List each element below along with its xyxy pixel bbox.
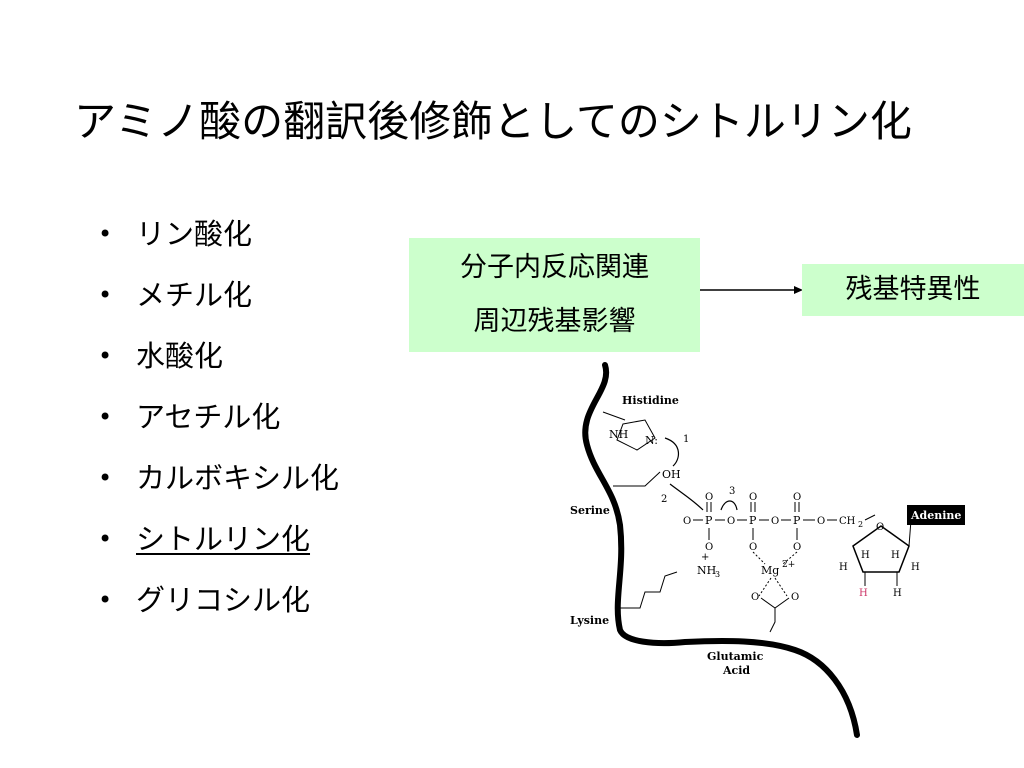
list-item: • メチル化: [98, 273, 339, 334]
list-item: • リン酸化: [98, 212, 339, 273]
step2-label: 2: [661, 494, 667, 505]
ch2-subscript: 2: [858, 520, 863, 529]
ribose-ring: [852, 525, 910, 573]
lysine-label: Lysine: [570, 614, 609, 627]
ribose-bonds: [864, 519, 912, 586]
mg-coordination: [752, 551, 798, 597]
single-bonds: [708, 528, 798, 540]
h3: H: [891, 550, 900, 561]
carboxylate-bonds: [760, 597, 790, 633]
phosphorus-alpha: P: [705, 514, 713, 527]
bottom-o2: O: [749, 542, 757, 553]
bottom-o1: O: [705, 542, 713, 553]
lysine-nh3-subscript: 3: [715, 570, 720, 579]
adenine-label: Adenine: [910, 509, 961, 522]
result-box: 残基特異性: [802, 264, 1024, 316]
list-item-label: グリコシル化: [136, 583, 311, 617]
list-item: • アセチル化: [98, 395, 339, 456]
h1: H: [861, 550, 870, 561]
bullet-icon: •: [98, 403, 113, 431]
phosphorus-gamma: P: [793, 514, 801, 527]
step3-label: 3: [729, 486, 735, 497]
lysine-plus: +: [701, 552, 709, 563]
list-item-label: シトルリン化: [136, 522, 311, 556]
histidine-label: Histidine: [622, 394, 679, 407]
list-item: • グリコシル化: [98, 578, 339, 639]
carboxylate-o2: O: [791, 592, 799, 603]
ring-o: O: [876, 522, 884, 533]
list-item-label: リン酸化: [136, 217, 253, 251]
h2: H: [839, 562, 848, 573]
modification-list: • リン酸化 • メチル化 • 水酸化 • アセチル化 • カルボキシル化 • シトルリン化…: [98, 212, 339, 639]
list-item-label: アセチル化: [136, 400, 281, 434]
bridge-o2: O: [771, 516, 779, 527]
step1-label: 1: [683, 434, 689, 445]
mg-label: Mg: [761, 564, 779, 577]
list-item: • 水酸化: [98, 334, 339, 395]
bridge-o3: O: [817, 516, 825, 527]
glutamic-label: Glutamic: [707, 650, 764, 663]
serine-label: Serine: [570, 504, 610, 517]
carboxylate-o1: O: [751, 592, 759, 603]
list-item: • カルボキシル化: [98, 456, 339, 517]
double-bonds: [706, 502, 800, 512]
step3-curve: [720, 500, 738, 511]
mg-charge: 2+: [782, 560, 795, 570]
histidine-n: N:: [645, 434, 658, 447]
list-item-highlighted: • シトルリン化: [98, 517, 339, 578]
serine-oh: OH: [662, 468, 681, 481]
serine-sidechain: [613, 471, 661, 487]
h6: H: [893, 588, 902, 599]
bullet-icon: •: [98, 281, 113, 309]
adenine-tag: [907, 505, 965, 525]
bullet-icon: •: [98, 525, 113, 553]
histidine-nh: NH: [609, 428, 628, 441]
step1-curve: [664, 437, 679, 467]
list-item-label: メチル化: [136, 278, 253, 312]
top-o3: O: [793, 492, 801, 503]
protein-backbone: [582, 362, 860, 738]
terminal-o: O: [683, 516, 691, 527]
bullet-icon: •: [98, 220, 113, 248]
phosphorus-beta: P: [749, 514, 757, 527]
bullet-icon: •: [98, 342, 113, 370]
bullet-icon: •: [98, 464, 113, 492]
step2-curve: [669, 483, 704, 511]
factor-line-neighbor: 周辺残基影響: [473, 306, 636, 337]
factor-line-intramolecular: 分子内反応関連: [460, 252, 649, 283]
arrow-icon: [700, 286, 803, 294]
ch2-label: CH: [839, 516, 856, 527]
histidine-sidechain: [602, 411, 626, 421]
bridge-o1: O: [727, 516, 735, 527]
bullet-icon: •: [98, 586, 113, 614]
lysine-sidechain: [620, 571, 678, 609]
top-o1: O: [705, 492, 713, 503]
list-item-label: カルボキシル化: [136, 461, 340, 495]
h4: H: [911, 562, 920, 573]
factor-box: 分子内反応関連 周辺残基影響: [409, 238, 700, 352]
slide-title: アミノ酸の翻訳後修飾としてのシトルリン化: [74, 97, 912, 146]
imidazole-ring: [616, 419, 656, 451]
acid-label: Acid: [722, 664, 750, 677]
bottom-o3: O: [793, 542, 801, 553]
h5: H: [859, 588, 868, 599]
reaction-mechanism-diagram: Histidine NH N: 1 Serine OH 2 3 O P O P …: [570, 362, 965, 738]
lysine-nh3: NH: [697, 564, 716, 577]
phosphate-bonds: [693, 514, 876, 521]
list-item-label: 水酸化: [136, 339, 224, 373]
top-o2: O: [749, 492, 757, 503]
